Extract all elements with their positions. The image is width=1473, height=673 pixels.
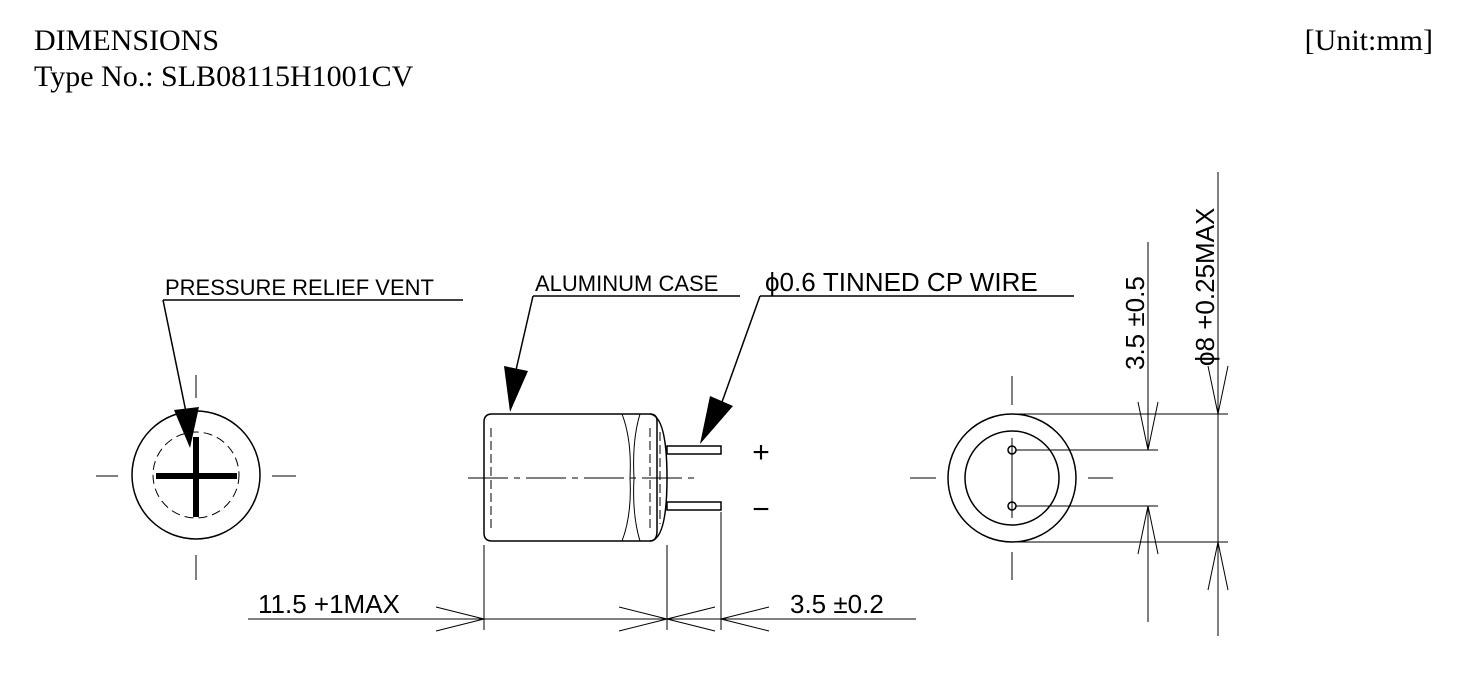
case-leader-line bbox=[515, 295, 534, 371]
arrowhead bbox=[435, 606, 485, 632]
lead-pitch-value: 3.5 ±0.5 bbox=[1120, 276, 1150, 370]
lead-positive bbox=[666, 445, 722, 455]
arrowhead bbox=[1137, 401, 1159, 451]
top-view-vent bbox=[96, 375, 296, 580]
type-number: Type No.: SLB08115H1001CV bbox=[34, 60, 414, 93]
drawing-title: DIMENSIONS bbox=[34, 24, 220, 57]
polarity-plus: + bbox=[752, 436, 770, 469]
vent-leader-line bbox=[162, 299, 187, 413]
unit-label: [Unit:mm] bbox=[1304, 24, 1433, 57]
wire-callout: ϕ0.6 TINNED CP WIRE bbox=[700, 267, 1074, 444]
wire-leader-arrow bbox=[700, 396, 733, 444]
top-view-inner-circle bbox=[152, 431, 240, 519]
side-view-body bbox=[468, 413, 722, 542]
case-leader-arrow bbox=[504, 366, 528, 412]
wire-label: ϕ0.6 TINNED CP WIRE bbox=[765, 267, 1038, 297]
vent-leader-arrow bbox=[174, 407, 199, 448]
case-callout: ALUMINUM CASE bbox=[504, 271, 740, 412]
arrowhead bbox=[1137, 505, 1159, 555]
lead-spacing-value: 3.5 ±0.2 bbox=[790, 589, 884, 619]
bottom-view-inner-circle bbox=[964, 430, 1060, 526]
lead-spacing-dimension: 3.5 ±0.2 bbox=[666, 589, 916, 632]
arrowhead bbox=[1207, 541, 1229, 591]
length-value: 11.5 +1MAX bbox=[258, 589, 400, 619]
wire-leader-line bbox=[721, 295, 761, 403]
diameter-value: ϕ8 +0.25MAX bbox=[1190, 208, 1220, 366]
length-dimension: 11.5 +1MAX bbox=[248, 512, 722, 632]
arrowhead bbox=[720, 606, 770, 632]
bottom-view-leads bbox=[910, 376, 1113, 580]
vent-label: PRESSURE RELIEF VENT bbox=[165, 275, 434, 300]
arrowhead bbox=[666, 606, 716, 632]
polarity-minus: − bbox=[752, 493, 770, 526]
vent-callout: PRESSURE RELIEF VENT bbox=[162, 275, 463, 448]
case-label: ALUMINUM CASE bbox=[535, 271, 718, 296]
diameter-dimension: ϕ8 +0.25MAX bbox=[1016, 172, 1229, 636]
bottom-view-outer-circle bbox=[947, 413, 1077, 543]
lead-negative bbox=[666, 501, 722, 511]
arrowhead bbox=[1207, 365, 1229, 415]
lead-pitch-dimension: 3.5 ±0.5 bbox=[1016, 242, 1159, 622]
